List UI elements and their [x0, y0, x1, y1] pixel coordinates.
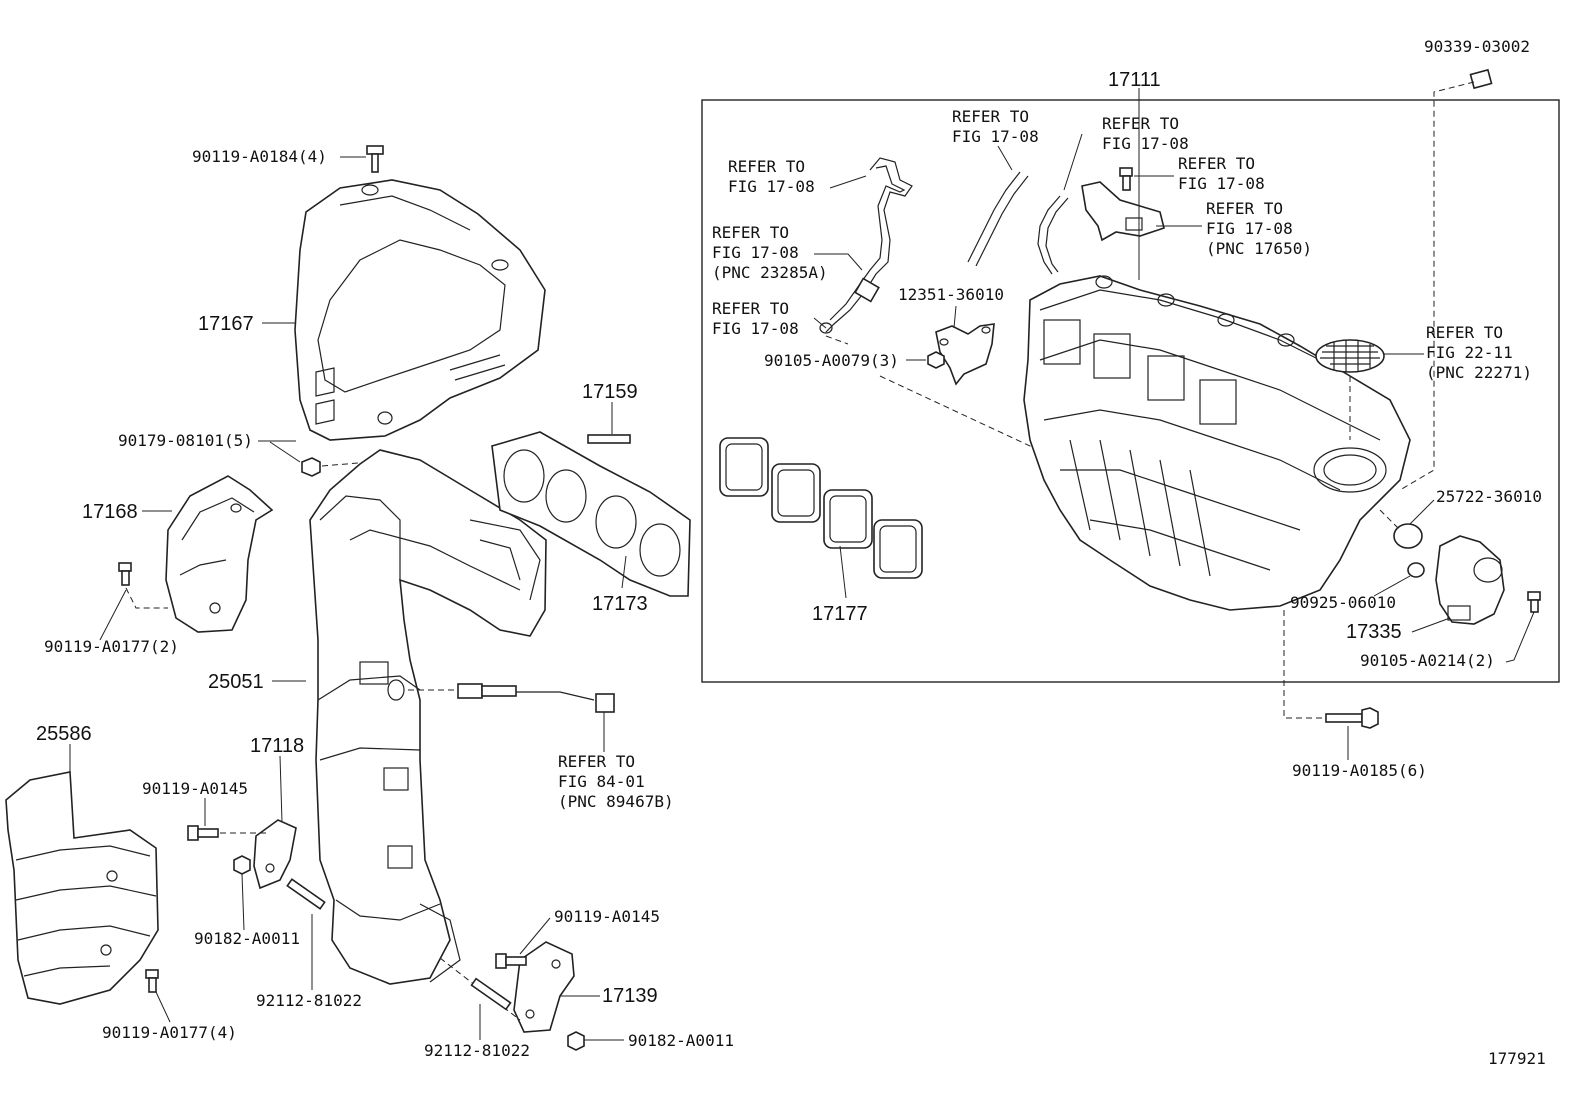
hose-middle [967, 171, 1029, 267]
nut-90179-08101 [301, 457, 321, 477]
label-17168: 17168 [82, 501, 138, 523]
bracket-17118 [253, 819, 297, 890]
gasket-90925-06010 [1407, 562, 1425, 578]
bracket-12351-36010 [935, 323, 995, 386]
bolt-90119-A0145-a [187, 825, 219, 841]
heat-insulator-17168 [165, 475, 274, 633]
label-92112-81022-b: 92112-81022 [424, 1041, 530, 1060]
label-25722-36010: 25722-36010 [1436, 487, 1542, 506]
label-90182-A0011-b: 90182-A0011 [628, 1031, 734, 1050]
nut-90182-A0011-b [567, 1031, 585, 1051]
label-17177: 17177 [812, 603, 868, 625]
label-17139: 17139 [602, 985, 658, 1007]
vsv-bracket [1081, 181, 1165, 242]
label-17167: 17167 [198, 313, 254, 335]
stud-17159 [587, 434, 631, 444]
label-17118: 17118 [250, 735, 304, 757]
nut-90182-A0011-a [233, 855, 251, 875]
mesh-gasket-22271 [1315, 339, 1385, 373]
intake-manifold-group-frame [701, 99, 1560, 683]
refer-to-r2: REFER TO FIG 17-08 [952, 107, 1039, 146]
refer-to-r4: REFER TO FIG 17-08 (PNC 23285A) [712, 223, 828, 282]
refer-to-r8: REFER TO FIG 22-11 (PNC 22271) [1426, 323, 1532, 382]
refer-to-r7: REFER TO FIG 17-08 (PNC 17650) [1206, 199, 1312, 258]
stud-92112-81022-b [470, 977, 512, 1011]
hose-right [1037, 195, 1069, 275]
bracket-17139 [513, 941, 575, 1033]
throttle-body-17335 [1435, 535, 1505, 625]
bolt-90119-A0177-2 [118, 562, 132, 586]
label-25051: 25051 [208, 671, 264, 693]
label-90182-A0011-a: 90182-A0011 [194, 929, 300, 948]
refer-to-r5: REFER TO FIG 17-08 [712, 299, 799, 338]
label-90119-A0177-2: 90119-A0177(2) [44, 637, 179, 656]
label-90105-A0079: 90105-A0079(3) [764, 351, 899, 370]
bolt-90105-A0079 [927, 351, 945, 369]
heat-insulator-25586 [5, 771, 159, 1005]
label-90105-A0214: 90105-A0214(2) [1360, 651, 1495, 670]
bolt-90119-A0184 [366, 145, 384, 173]
label-90179-08101: 90179-08101(5) [118, 431, 253, 450]
bolt-90119-A0185 [1325, 707, 1379, 729]
label-90119-A0184: 90119-A0184(4) [192, 147, 327, 166]
oxygen-sensor [457, 683, 615, 713]
label-17335: 17335 [1346, 621, 1402, 643]
oring-25722-36010 [1393, 523, 1423, 549]
figure-id: 177921 [1488, 1049, 1546, 1068]
label-90119-A0177-4: 90119-A0177(4) [102, 1023, 237, 1042]
heat-insulator-17167 [294, 179, 546, 441]
label-25586: 25586 [36, 723, 92, 745]
label-90119-A0145-b: 90119-A0145 [554, 907, 660, 926]
hose-left [819, 157, 913, 334]
bolt-vsv [1119, 167, 1133, 191]
bolt-90105-A0214 [1527, 591, 1541, 613]
label-12351-36010: 12351-36010 [898, 285, 1004, 304]
refer-to-r9: REFER TO FIG 84-01 (PNC 89467B) [558, 752, 674, 811]
plug-90339-03002 [1469, 68, 1493, 90]
label-90925-06010: 90925-06010 [1290, 593, 1396, 612]
gasket-17173 [491, 431, 691, 597]
bolt-90119-A0177-4 [145, 969, 159, 993]
label-17173: 17173 [592, 593, 648, 615]
refer-to-r6: REFER TO FIG 17-08 [1178, 154, 1265, 193]
gasket-17177 [719, 437, 923, 579]
bolt-90119-A0145-b [495, 953, 527, 969]
label-17159: 17159 [582, 381, 638, 403]
stud-92112-81022-a [286, 878, 326, 910]
exhaust-manifold-25051 [309, 449, 547, 985]
refer-to-r1: REFER TO FIG 17-08 [728, 157, 815, 196]
label-90339-03002: 90339-03002 [1424, 37, 1530, 56]
label-90119-A0145-a: 90119-A0145 [142, 779, 248, 798]
label-90119-A0185: 90119-A0185(6) [1292, 761, 1427, 780]
label-92112-81022-a: 92112-81022 [256, 991, 362, 1010]
label-17111: 17111 [1108, 69, 1161, 91]
refer-to-r3: REFER TO FIG 17-08 [1102, 114, 1189, 153]
intake-manifold-17111 [1023, 275, 1411, 611]
